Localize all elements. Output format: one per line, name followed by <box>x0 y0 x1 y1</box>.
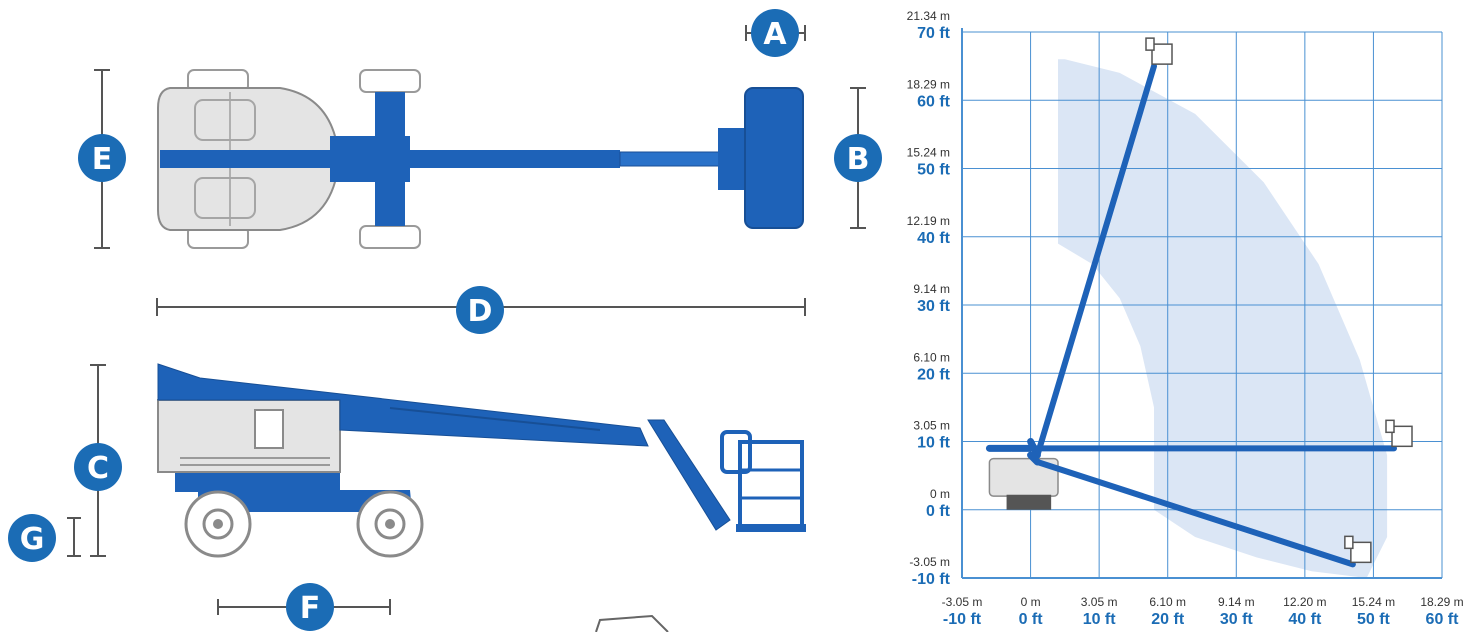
badge-a: A <box>751 9 799 57</box>
x-tick-ft: -10 ft <box>943 611 982 628</box>
badge-f-label: F <box>300 591 321 626</box>
x-tick-ft: 20 ft <box>1151 611 1185 628</box>
boom-max-height <box>1034 63 1157 459</box>
y-tick-ft: 70 ft <box>917 25 951 42</box>
badge-d-label: D <box>468 294 493 329</box>
x-tick-ft: 0 ft <box>1019 611 1044 628</box>
x-tick-ft: 40 ft <box>1288 611 1322 628</box>
x-tick-m: 15.24 m <box>1352 595 1395 609</box>
badge-f: F <box>286 583 334 631</box>
y-tick-ft: 30 ft <box>917 298 951 315</box>
side-chassis <box>198 490 412 512</box>
badge-g-label: G <box>20 522 45 557</box>
x-tick-m: 6.10 m <box>1149 595 1186 609</box>
dimension-badge-icon <box>74 443 122 491</box>
y-tick-m: 15.24 m <box>907 146 950 160</box>
y-tick-ft: -10 ft <box>912 571 951 588</box>
y-tick-ft: 10 ft <box>917 435 951 452</box>
x-tick-m: 3.05 m <box>1081 595 1118 609</box>
x-tick-ft: 30 ft <box>1220 611 1254 628</box>
x-tick-m: 12.20 m <box>1283 595 1326 609</box>
x-tick-m: 0 m <box>1021 595 1041 609</box>
dimension-badge-icon <box>751 9 799 57</box>
dimension-badge-icon <box>456 286 504 334</box>
badge-d: D <box>456 286 504 334</box>
y-tick-m: 0 m <box>930 487 950 501</box>
y-tick-m: 18.29 m <box>907 77 950 91</box>
x-tick-ft: 50 ft <box>1357 611 1391 628</box>
badge-g: G <box>8 514 56 562</box>
x-tick-m: 18.29 m <box>1420 595 1463 609</box>
badge-c: C <box>74 443 122 491</box>
badge-e-label: E <box>92 142 113 177</box>
badge-a-label: A <box>763 17 787 52</box>
y-tick-m: 12.19 m <box>907 214 950 228</box>
y-tick-ft: 0 ft <box>926 503 951 520</box>
y-tick-ft: 40 ft <box>917 230 951 247</box>
x-tick-ft: 10 ft <box>1083 611 1117 628</box>
side-jib <box>647 419 731 531</box>
partial-basket-outline <box>595 614 669 632</box>
platform-basket-icon <box>1145 37 1173 65</box>
x-tick-m: -3.05 m <box>942 595 983 609</box>
dimension-badge-icon <box>286 583 334 631</box>
y-tick-m: 3.05 m <box>913 419 950 433</box>
badge-b-label: B <box>847 142 870 177</box>
y-tick-m: 6.10 m <box>913 350 950 364</box>
dimension-badge-icon <box>78 134 126 182</box>
dimension-badge-icon <box>8 514 56 562</box>
y-tick-ft: 50 ft <box>917 162 951 179</box>
badge-b: B <box>834 134 882 182</box>
y-tick-ft: 20 ft <box>917 366 951 383</box>
side-view <box>67 363 806 632</box>
y-tick-m: 21.34 m <box>907 9 950 23</box>
badge-c-label: C <box>87 451 109 486</box>
wheel-icon <box>184 490 252 558</box>
top-view <box>94 25 866 316</box>
platform-basket-icon <box>1344 535 1372 564</box>
dimension-badge-icon <box>834 134 882 182</box>
y-tick-m: 9.14 m <box>913 282 950 296</box>
side-main-boom <box>157 363 649 447</box>
chart-machine-tracks <box>1006 494 1052 510</box>
y-tick-ft: 60 ft <box>917 93 951 110</box>
platform-basket-icon <box>1385 419 1413 448</box>
x-tick-ft: 60 ft <box>1426 611 1460 628</box>
boom-below-grade <box>1034 458 1356 568</box>
platform-basket-icon <box>720 430 806 532</box>
top-platform-basket-icon <box>744 87 804 229</box>
x-tick-m: 9.14 m <box>1218 595 1255 609</box>
working-envelope <box>1058 59 1388 579</box>
y-tick-m: -3.05 m <box>909 555 950 569</box>
badge-e: E <box>78 134 126 182</box>
wheel-icon <box>356 490 424 558</box>
